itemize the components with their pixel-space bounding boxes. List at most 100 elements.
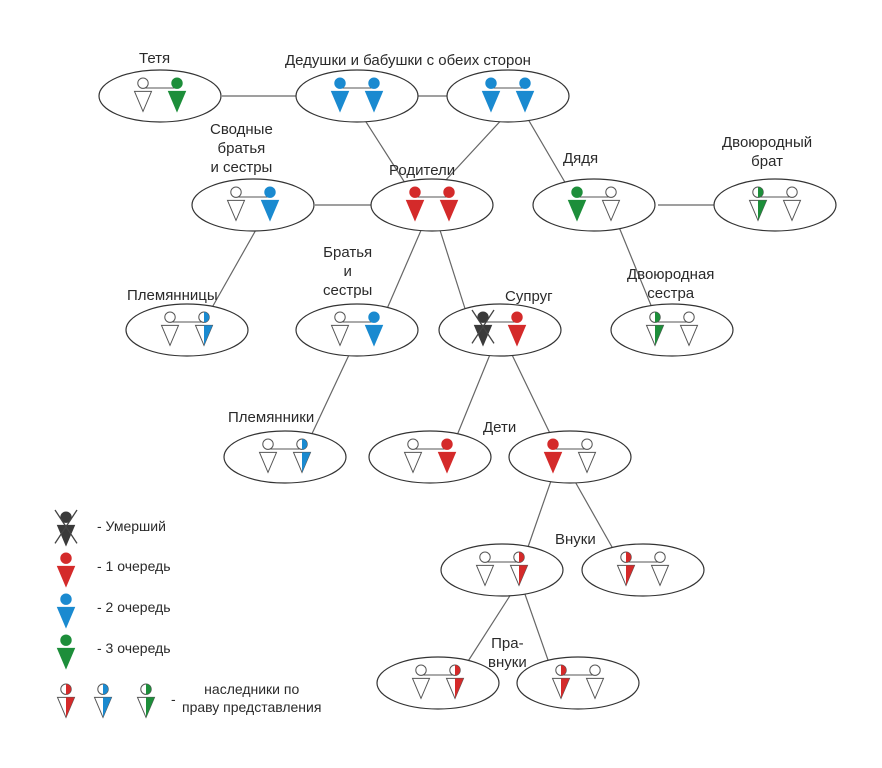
node-siblings (295, 303, 419, 357)
node-grandparents-right-person-right (515, 77, 535, 113)
node-grandchildren-right-person-right (650, 551, 670, 587)
node-nieces-person-right (194, 311, 214, 347)
label-cousin-brother: Двоюродный брат (722, 133, 812, 171)
node-spouse-person-left (471, 309, 495, 347)
node-children-right (508, 430, 632, 484)
node-grandparents-left (295, 69, 419, 123)
label-parents: Родители (389, 162, 456, 179)
node-parents (370, 178, 494, 232)
label-great-grandchildren-line2: внуки (488, 654, 527, 671)
node-great-grandchildren-left-ellipse (376, 656, 500, 710)
legend-representation-green-icon (136, 683, 156, 719)
legend-representation-line2: праву представления (182, 699, 322, 715)
node-grandchildren-left-person-right (509, 551, 529, 587)
node-grandchildren-right-ellipse (581, 543, 705, 597)
node-children-left (368, 430, 492, 484)
node-great-grandchildren-right-ellipse (516, 656, 640, 710)
node-grandchildren-left-person-left (475, 551, 495, 587)
label-nieces: Племянницы (127, 287, 218, 304)
node-half-siblings-person-right (260, 186, 280, 222)
node-uncle-ellipse (532, 178, 656, 232)
legend-deceased-icon (54, 509, 78, 547)
node-nephews-ellipse (223, 430, 347, 484)
legend-representation-line1: наследники по (204, 681, 300, 697)
legend-representation-red-icon (56, 683, 76, 719)
label-half-siblings-line1: Сводные (210, 121, 273, 138)
node-cousin-sister-ellipse (610, 303, 734, 357)
node-grandchildren-left-ellipse (440, 543, 564, 597)
node-half-siblings-person-left (226, 186, 246, 222)
label-half-siblings-line2: братья (217, 140, 266, 157)
node-nephews-person-right (292, 438, 312, 474)
legend-first-text: - 1 очередь (97, 558, 171, 574)
label-great-grandchildren: Пра- внуки (488, 634, 527, 672)
label-grandchildren: Внуки (555, 531, 596, 548)
label-cousin-brother-line2: брат (751, 153, 783, 170)
node-nephews-person-left (258, 438, 278, 474)
label-nephews: Племянники (228, 409, 315, 426)
node-nieces-ellipse (125, 303, 249, 357)
node-uncle-person-right (601, 186, 621, 222)
node-children-right-person-right (577, 438, 597, 474)
node-grandparents-left-person-left (330, 77, 350, 113)
label-spouse: Супруг (505, 288, 553, 305)
node-grandparents-right-ellipse (446, 69, 570, 123)
node-great-grandchildren-right-person-right (585, 664, 605, 700)
node-cousin-brother-ellipse (713, 178, 837, 232)
family-nodes (98, 69, 837, 710)
legend-deceased-text: - Умерший (97, 518, 166, 534)
label-cousin-sister: Двоюродная сестра (627, 265, 714, 303)
node-cousin-sister-person-left (645, 311, 665, 347)
label-grandparents: Дедушки и бабушки с обеих сторон (285, 52, 531, 69)
label-siblings-line3: сестры (323, 282, 373, 299)
legend-representation-text: наследники по праву представления (182, 680, 321, 716)
node-great-grandchildren-left (376, 656, 500, 710)
label-aunt: Тетя (139, 50, 171, 67)
node-grandchildren-left (440, 543, 564, 597)
node-children-left-ellipse (368, 430, 492, 484)
node-children-left-person-left (403, 438, 423, 474)
label-siblings-line1: Братья (323, 244, 373, 261)
label-uncle: Дядя (563, 150, 599, 167)
label-great-grandchildren-line1: Пра- (491, 635, 524, 652)
node-nephews (223, 430, 347, 484)
legend-third-text: - 3 очередь (97, 640, 171, 656)
node-great-grandchildren-right (516, 656, 640, 710)
node-grandparents-right-person-left (481, 77, 501, 113)
node-aunt (98, 69, 222, 123)
node-nieces (125, 303, 249, 357)
node-great-grandchildren-right-person-left (551, 664, 571, 700)
node-aunt-ellipse (98, 69, 222, 123)
label-children: Дети (483, 419, 517, 436)
legend-icons (54, 509, 156, 719)
node-grandchildren-right (581, 543, 705, 597)
label-siblings-line2: и (343, 263, 352, 280)
node-spouse (438, 303, 562, 357)
node-children-right-ellipse (508, 430, 632, 484)
label-cousin-brother-line1: Двоюродный (722, 134, 813, 151)
node-parents-person-left (405, 186, 425, 222)
legend-representation-blue-icon (93, 683, 113, 719)
node-siblings-ellipse (295, 303, 419, 357)
node-half-siblings (191, 178, 315, 232)
node-siblings-person-right (364, 311, 384, 347)
node-aunt-person-left (133, 77, 153, 113)
legend-third-icon (56, 634, 76, 670)
node-grandparents-left-ellipse (295, 69, 419, 123)
node-cousin-brother (713, 178, 837, 232)
label-siblings: Братья и сестры (323, 243, 372, 300)
node-great-grandchildren-left-person-left (411, 664, 431, 700)
label-cousin-sister-line1: Двоюродная (627, 266, 715, 283)
node-uncle (532, 178, 656, 232)
node-cousin-sister-person-right (679, 311, 699, 347)
node-children-right-person-left (543, 438, 563, 474)
label-half-siblings-line3: и сестры (210, 159, 273, 176)
node-half-siblings-ellipse (191, 178, 315, 232)
node-cousin-sister (610, 303, 734, 357)
node-spouse-person-right (507, 311, 527, 347)
node-parents-person-right (439, 186, 459, 222)
node-grandparents-right (446, 69, 570, 123)
label-half-siblings: Сводные братья и сестры (210, 120, 273, 177)
legend-second-icon (56, 593, 76, 629)
node-grandchildren-right-person-left (616, 551, 636, 587)
